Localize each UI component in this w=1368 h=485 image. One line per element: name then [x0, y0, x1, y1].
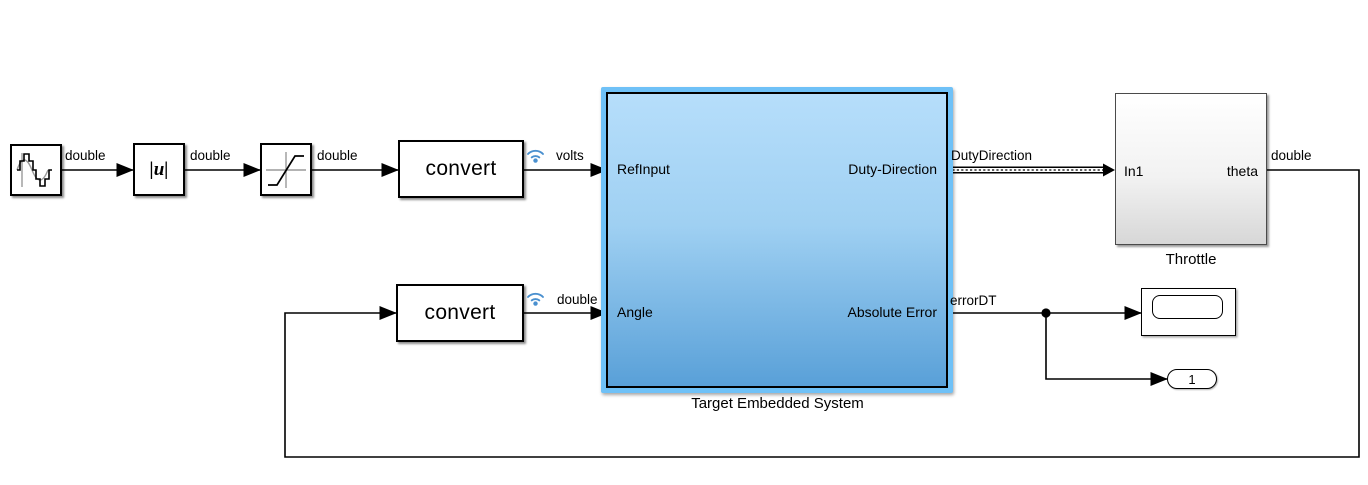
port-label-theta: theta [1226, 163, 1258, 179]
convert-angle-label: convert [424, 301, 496, 324]
signal-type-label: double [317, 148, 358, 163]
wireless-transfer-icon [525, 145, 546, 164]
wire-dutydirection-bus[interactable] [948, 163, 1115, 177]
target-embedded-system-block[interactable]: RefInput Angle Duty-Direction Absolute E… [601, 87, 953, 393]
display-block[interactable] [1141, 288, 1236, 336]
wireless-transfer-icon [525, 288, 546, 307]
target-embedded-system-body: RefInput Angle Duty-Direction Absolute E… [606, 92, 948, 388]
abs-block[interactable]: |u| [133, 143, 185, 196]
staircase-sine-icon [13, 147, 59, 193]
saturation-block[interactable] [260, 143, 312, 196]
port-label-in1: In1 [1124, 163, 1144, 179]
port-label-angle: Angle [617, 304, 653, 320]
abs-block-label: |u| [149, 158, 169, 180]
outport-label: 1 [1188, 371, 1196, 387]
wire-error-branch-to-outport[interactable] [1045, 313, 1168, 387]
port-label-refinput: RefInput [617, 161, 670, 177]
port-label-absolute-error: Absolute Error [847, 304, 937, 320]
signal-type-label: double [65, 148, 106, 163]
throttle-block[interactable]: In1 theta [1115, 93, 1267, 245]
saturation-icon [263, 147, 309, 193]
signal-type-label: double [1271, 148, 1312, 163]
signal-name-volts[interactable]: volts [556, 148, 584, 163]
throttle-title[interactable]: Throttle [1165, 251, 1217, 268]
signal-type-label: double [190, 148, 231, 163]
port-label-duty-direction: Duty-Direction [848, 161, 937, 177]
target-embedded-system-title[interactable]: Target Embedded System [691, 395, 864, 412]
convert-volts-block[interactable]: convert [398, 140, 524, 198]
display-screen [1152, 295, 1223, 319]
signal-source-block[interactable] [10, 144, 62, 196]
wire-branch-dot [1041, 308, 1051, 318]
wire-theta-feedback[interactable] [284, 169, 1360, 458]
outport-block[interactable]: 1 [1167, 369, 1217, 389]
signal-name-dutydirection[interactable]: DutyDirection [951, 148, 1033, 163]
signal-type-label: double [557, 292, 598, 307]
signal-name-errordt[interactable]: errorDT [950, 293, 997, 308]
convert-angle-block[interactable]: convert [396, 284, 524, 342]
convert-volts-label: convert [425, 157, 497, 180]
